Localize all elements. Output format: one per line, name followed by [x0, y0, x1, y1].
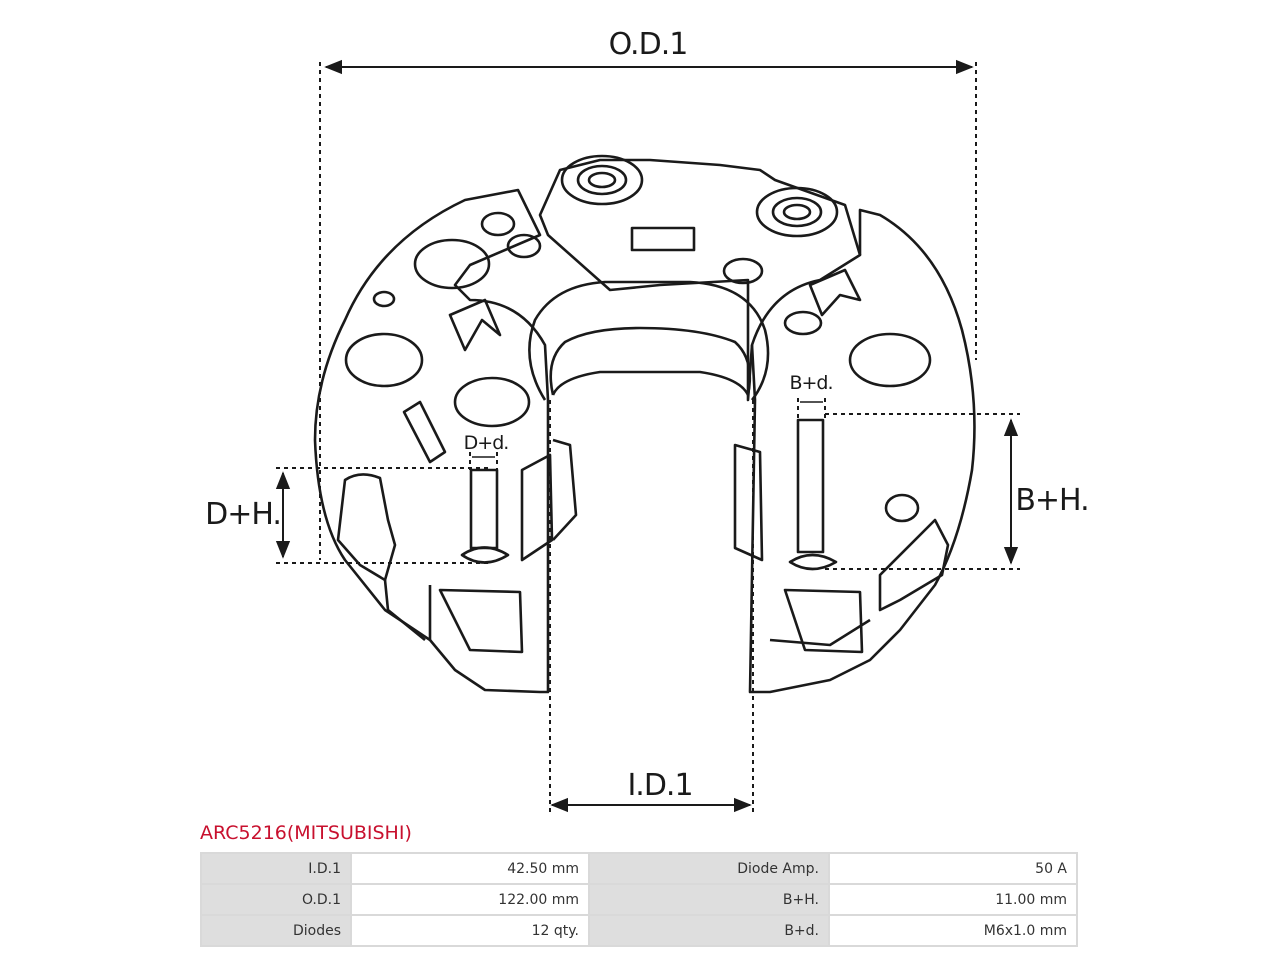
- spec-label: B+d.: [590, 916, 828, 945]
- rectifier-diagram: O.D.1 I.D.1 D+H. B+H. D+d. B+d.: [205, 27, 1090, 813]
- part-title: ARC5216(MITSUBISHI): [200, 822, 412, 844]
- rectifier-body: [313, 154, 976, 694]
- table-row: O.D.1 122.00 mm B+H. 11.00 mm: [202, 885, 1076, 914]
- od-label: O.D.1: [609, 27, 688, 62]
- table-row: I.D.1 42.50 mm Diode Amp. 50 A: [202, 854, 1076, 883]
- spec-label: Diode Amp.: [590, 854, 828, 883]
- spec-value: M6x1.0 mm: [830, 916, 1076, 945]
- spec-table: I.D.1 42.50 mm Diode Amp. 50 A O.D.1 122…: [200, 852, 1078, 947]
- spec-value: 12 qty.: [352, 916, 588, 945]
- spec-label: I.D.1: [202, 854, 350, 883]
- spec-value: 122.00 mm: [352, 885, 588, 914]
- spec-label: B+H.: [590, 885, 828, 914]
- dimension-lines: [275, 59, 1020, 813]
- id-label: I.D.1: [627, 768, 692, 803]
- spec-label: O.D.1: [202, 885, 350, 914]
- bd-label: B+d.: [789, 372, 832, 394]
- dh-label: D+H.: [205, 497, 281, 532]
- spec-value: 50 A: [830, 854, 1076, 883]
- dd-label: D+d.: [464, 432, 509, 454]
- spec-label: Diodes: [202, 916, 350, 945]
- table-row: Diodes 12 qty. B+d. M6x1.0 mm: [202, 916, 1076, 945]
- spec-value: 42.50 mm: [352, 854, 588, 883]
- bh-label: B+H.: [1015, 483, 1088, 518]
- spec-value: 11.00 mm: [830, 885, 1076, 914]
- dimension-labels: O.D.1 I.D.1 D+H. B+H. D+d. B+d.: [205, 27, 1090, 803]
